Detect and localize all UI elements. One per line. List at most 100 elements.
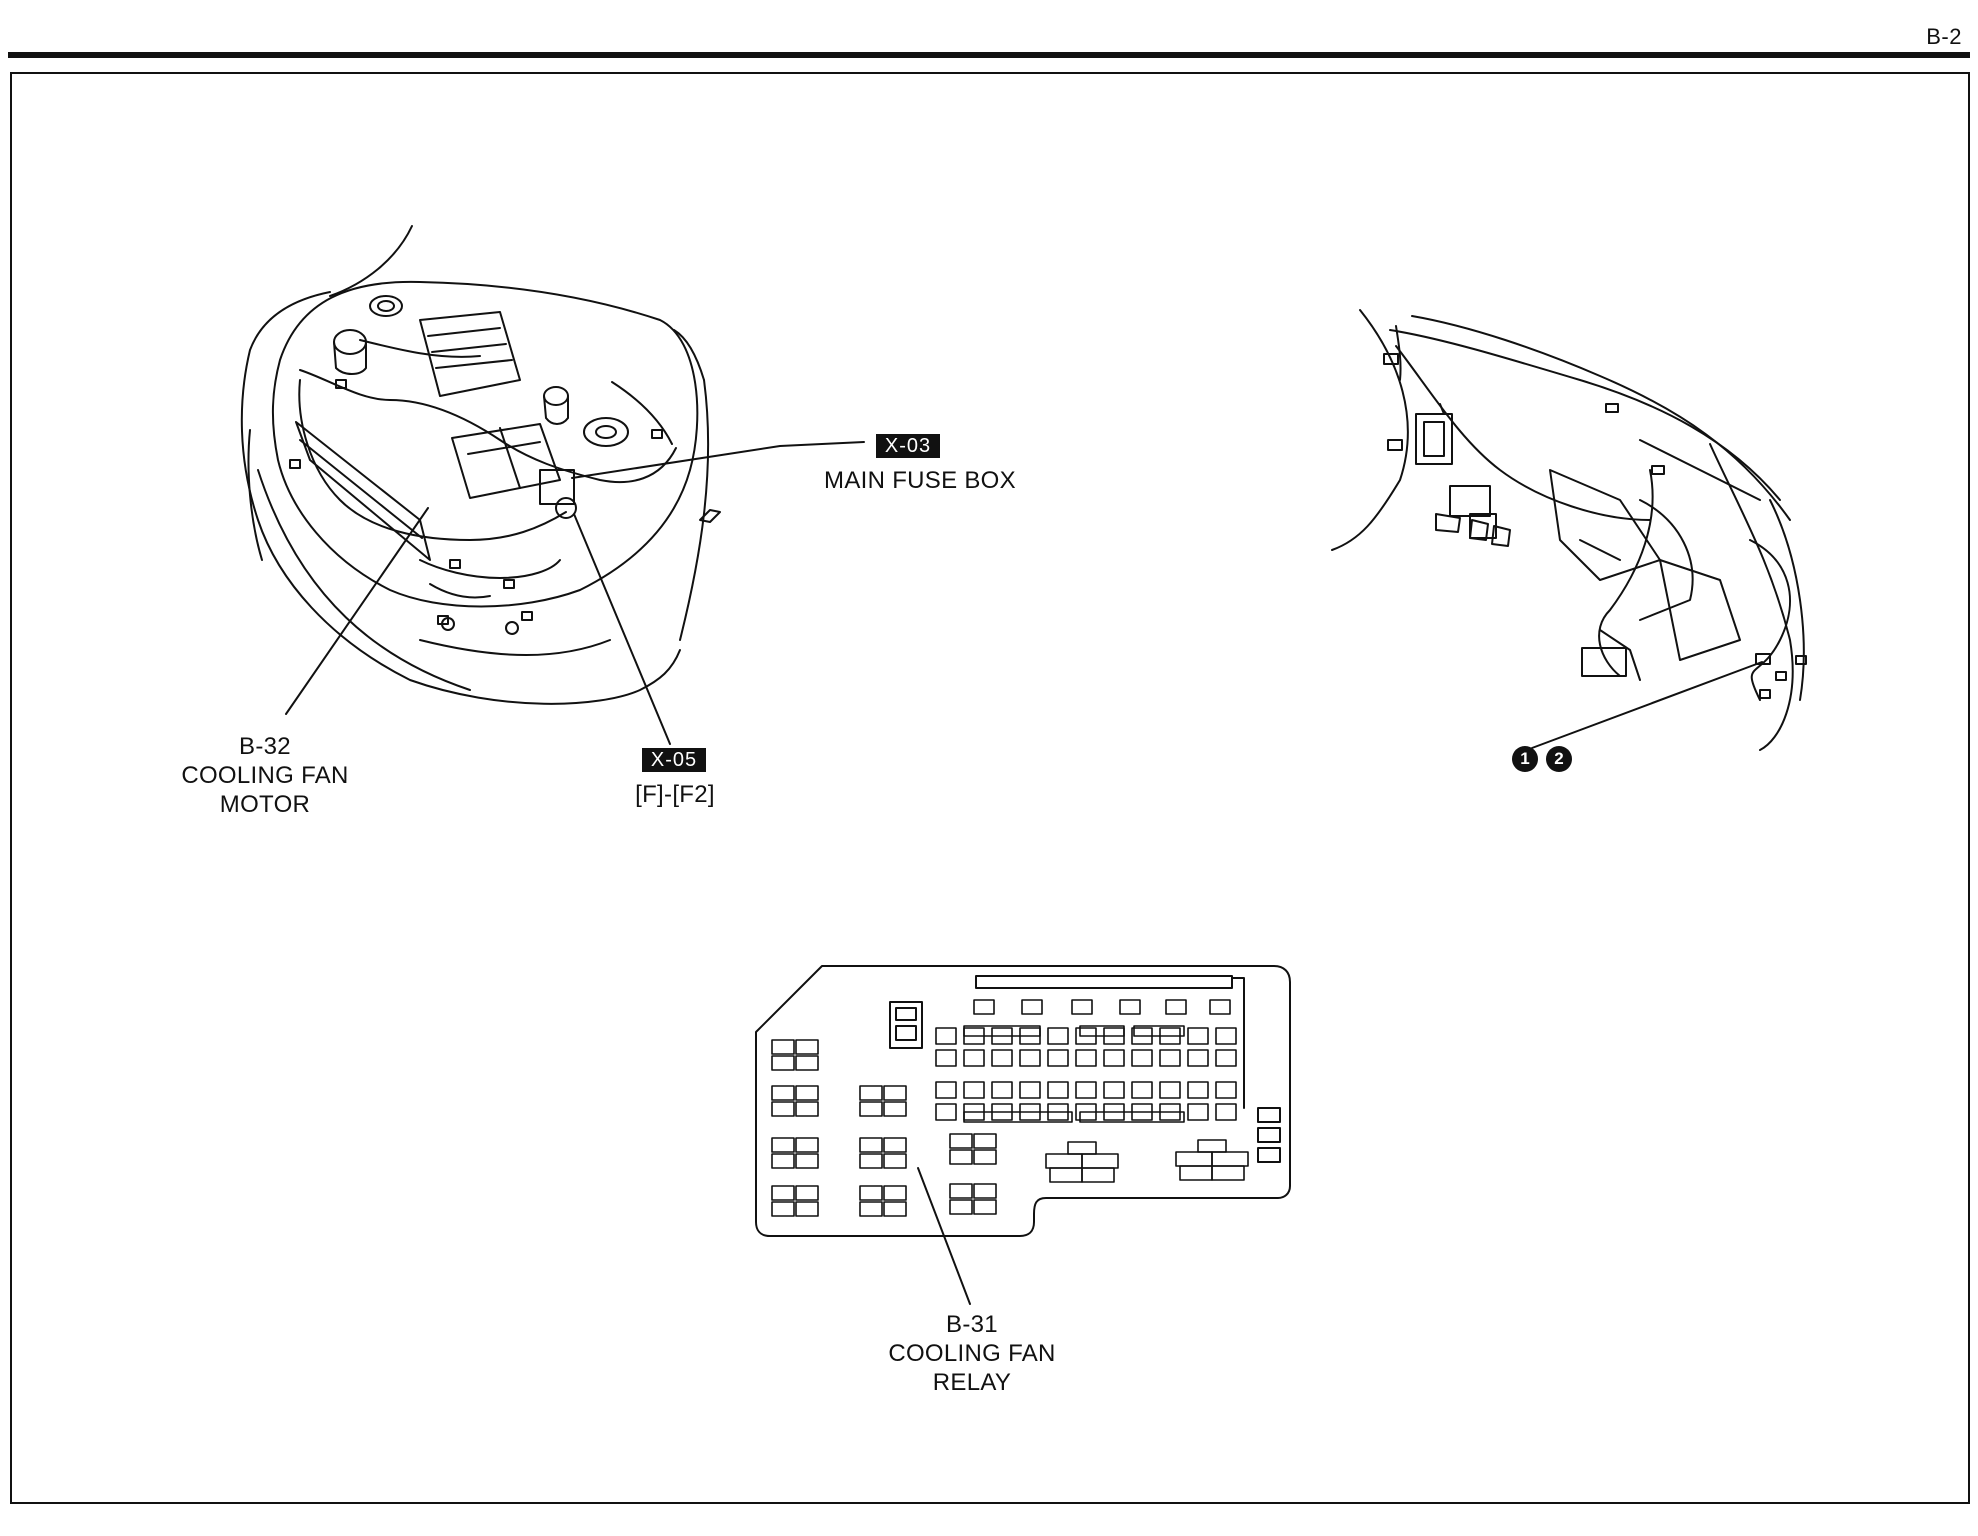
fuse-r2-5 xyxy=(1047,1049,1069,1067)
big-relay-2-l2 xyxy=(1179,1165,1213,1181)
fuse-r2-4 xyxy=(1019,1049,1041,1067)
callout-1: 1 xyxy=(1512,746,1538,772)
fuse-r4-10 xyxy=(1187,1103,1209,1121)
relay-block-2-b xyxy=(795,1085,819,1101)
fuse-r3-5 xyxy=(1047,1081,1069,1099)
relay-block-4-d xyxy=(795,1153,819,1169)
relay-block-9-c xyxy=(949,1199,973,1215)
fuse-r1-10 xyxy=(1187,1027,1209,1045)
relay-block-1-d xyxy=(795,1055,819,1071)
fuse-r2-10 xyxy=(1187,1049,1209,1067)
relay-block-6-a xyxy=(949,1133,973,1149)
relay-block-2-d xyxy=(795,1101,819,1117)
relay-block-3-c xyxy=(859,1101,883,1117)
fuse-r4-11 xyxy=(1215,1103,1237,1121)
fuse-bar-5 xyxy=(1079,1111,1185,1123)
top-fuse-2 xyxy=(1021,999,1043,1015)
dashboard-illustration xyxy=(1331,309,1807,751)
cooling-fan-motor-label: B-32 COOLING FAN MOTOR xyxy=(152,732,378,819)
big-relay-1-r1 xyxy=(1081,1153,1119,1169)
relay-block-4-b xyxy=(795,1137,819,1153)
big-relay-1-r2 xyxy=(1081,1167,1115,1183)
relay-block-1-c xyxy=(771,1055,795,1071)
relay-block-6-c xyxy=(949,1149,973,1165)
fuse-r2-11 xyxy=(1215,1049,1237,1067)
fuse-r3-4 xyxy=(1019,1081,1041,1099)
fuse-r3-6 xyxy=(1075,1081,1097,1099)
relay-block-7-b xyxy=(795,1185,819,1201)
relay-block-6-d xyxy=(973,1149,997,1165)
diagram-frame xyxy=(10,72,1970,1504)
top-fuse-5 xyxy=(1165,999,1187,1015)
callout-2: 2 xyxy=(1546,746,1572,772)
fuse-r1-11 xyxy=(1215,1027,1237,1045)
top-fuse-4 xyxy=(1119,999,1141,1015)
big-relay-1-top xyxy=(1067,1141,1097,1155)
big-relay-2-top xyxy=(1197,1139,1227,1153)
fuse-bar-2 xyxy=(1079,1025,1125,1037)
header-rule xyxy=(8,52,1970,58)
relay-block-8-c xyxy=(859,1201,883,1217)
fuse-r2-6 xyxy=(1075,1049,1097,1067)
relay-block-7-c xyxy=(771,1201,795,1217)
fuse-r2-8 xyxy=(1131,1049,1153,1067)
relay-block-9-b xyxy=(973,1183,997,1199)
fuse-bar-4 xyxy=(963,1111,1073,1123)
relay-block-2-c xyxy=(771,1101,795,1117)
fuse-connector-code-label: X-05 xyxy=(632,744,716,773)
relay-block-3-a xyxy=(859,1085,883,1101)
relay-block-4-a xyxy=(771,1137,795,1153)
relay-block-5-d xyxy=(883,1153,907,1169)
top-fuse-1 xyxy=(973,999,995,1015)
big-relay-1-l1 xyxy=(1045,1153,1083,1169)
fuse-r3-11 xyxy=(1215,1081,1237,1099)
fuse-r3-10 xyxy=(1187,1081,1209,1099)
big-relay-2-r1 xyxy=(1211,1151,1249,1167)
main-fuse-box-name: MAIN FUSE BOX xyxy=(824,467,1016,494)
fuse-box-layout-drawing xyxy=(755,965,1291,1237)
engine-bay-illustration xyxy=(240,225,865,745)
fuse-r2-3 xyxy=(991,1049,1013,1067)
fuse-grid xyxy=(771,999,1249,1217)
fuse-r1-1 xyxy=(935,1027,957,1045)
big-relay-1-l2 xyxy=(1049,1167,1083,1183)
fuse-r3-7 xyxy=(1103,1081,1125,1099)
relay-block-3-d xyxy=(883,1101,907,1117)
fuse-r3-2 xyxy=(963,1081,985,1099)
top-fuse-3 xyxy=(1071,999,1093,1015)
relay-block-9-d xyxy=(973,1199,997,1215)
relay-block-2-a xyxy=(771,1085,795,1101)
relay-block-5-c xyxy=(859,1153,883,1169)
fuse-connector-code: X-05 xyxy=(641,748,707,772)
relay-block-4-c xyxy=(771,1153,795,1169)
relay-block-3-b xyxy=(883,1085,907,1101)
fuse-r3-8 xyxy=(1131,1081,1153,1099)
cooling-fan-motor-line1: COOLING FAN xyxy=(181,762,349,789)
big-relay-2-l1 xyxy=(1175,1151,1213,1167)
relay-block-7-a xyxy=(771,1185,795,1201)
relay-block-8-b xyxy=(883,1185,907,1201)
fuse-r2-1 xyxy=(935,1049,957,1067)
relay-block-5-b xyxy=(883,1137,907,1153)
relay-block-9-a xyxy=(949,1183,973,1199)
relay-block-5-a xyxy=(859,1137,883,1153)
main-fuse-box-code: X-03 xyxy=(875,434,941,458)
fuse-r3-3 xyxy=(991,1081,1013,1099)
fuse-bar-3 xyxy=(1133,1025,1185,1037)
relay-block-1-a xyxy=(771,1039,795,1055)
fuse-r2-7 xyxy=(1103,1049,1125,1067)
fuse-bar-1 xyxy=(963,1025,1041,1037)
fuse-r3-9 xyxy=(1159,1081,1181,1099)
cooling-fan-motor-line2: MOTOR xyxy=(219,791,311,818)
fuse-connector-pins: [F]-[F2] xyxy=(635,781,715,808)
page-number: B-2 xyxy=(1926,24,1962,49)
cooling-fan-motor-code: B-32 xyxy=(239,733,291,760)
big-relay-2-r2 xyxy=(1211,1165,1245,1181)
cooling-fan-relay-line1: COOLING FAN xyxy=(888,1340,1056,1367)
cooling-fan-relay-label: B-31 COOLING FAN RELAY xyxy=(852,1310,1092,1397)
cooling-fan-relay-line2: RELAY xyxy=(932,1369,1012,1396)
main-fuse-box-code-label: X-03 xyxy=(852,430,964,459)
fuse-r4-1 xyxy=(935,1103,957,1121)
